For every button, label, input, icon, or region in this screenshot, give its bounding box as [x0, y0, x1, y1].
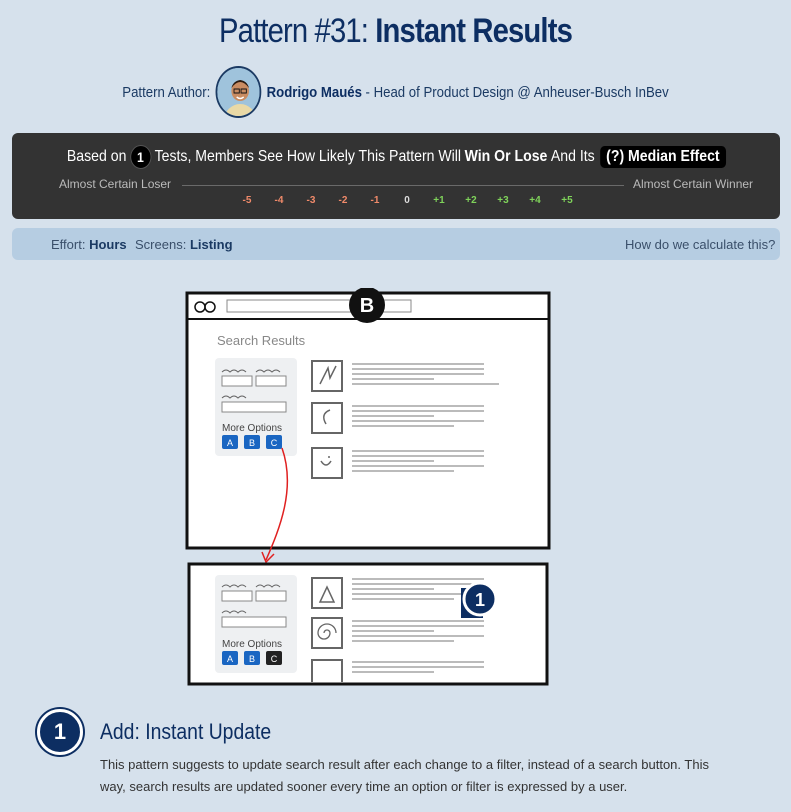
scale-value: +2 — [465, 195, 477, 206]
scale-value: +4 — [529, 195, 541, 206]
calculation-link[interactable]: How do we calculate this? — [625, 237, 776, 252]
step-description: This pattern suggests to update search r… — [100, 757, 709, 794]
scale-value: -3 — [306, 195, 316, 206]
option-c-bottom: C — [271, 654, 278, 664]
and-its-text: And Its — [550, 148, 595, 165]
search-results-label: Search Results — [217, 333, 306, 348]
tests-text: Tests, Members See How Likely This Patte… — [154, 148, 461, 165]
screens-value: Listing — [189, 237, 233, 252]
scale-value: +1 — [433, 195, 445, 206]
scale-value: +3 — [497, 195, 509, 206]
browser-window-bottom: More Options A B C 1 — [187, 562, 549, 686]
scale-value: -5 — [242, 195, 252, 206]
scale-value: 0 — [404, 195, 410, 206]
author-name[interactable]: Rodrigo Maués — [266, 83, 362, 101]
effort-info: Effort: Hours — [51, 237, 127, 252]
option-a: A — [227, 438, 233, 448]
pattern-illustration: B Search Results More Options A B C — [185, 288, 551, 686]
option-b-bottom: B — [249, 654, 255, 664]
pattern-prefix: Pattern #31: — [219, 12, 376, 50]
more-options-label: More Options — [222, 423, 282, 434]
callout-badge: 1 — [475, 590, 485, 610]
screens-info: Screens: Listing — [135, 237, 233, 252]
browser-window-top: B Search Results More Options A B C — [185, 288, 551, 550]
effect-headline: Based on 1 Tests, Members See How Likely… — [12, 146, 780, 168]
variant-badge: B — [360, 295, 374, 317]
pattern-name: Instant Results — [375, 12, 573, 50]
author-role: - Head of Product Design @ Anheuser-Busc… — [365, 83, 669, 101]
scale-value: -2 — [338, 195, 348, 206]
author-label: Pattern Author: — [122, 83, 211, 101]
option-a-bottom: A — [227, 654, 233, 664]
option-c: C — [271, 438, 278, 448]
effort-value: Hours — [89, 237, 127, 252]
page-title: Pattern #31: Instant Results — [55, 12, 735, 51]
scale-value: -1 — [370, 195, 380, 206]
scale-value: -4 — [274, 195, 284, 206]
effort-label: Effort: — [51, 237, 86, 252]
based-on-text: Based on — [66, 148, 127, 165]
median-effect-panel: Based on 1 Tests, Members See How Likely… — [12, 133, 780, 219]
author-row: Pattern Author: Rodrigo Maués - Head of … — [0, 66, 791, 118]
win-lose-text: Win Or Lose — [464, 148, 548, 165]
step-number-badge: 1 — [37, 709, 83, 755]
screens-label: Screens: — [135, 237, 187, 252]
scale-value: +5 — [561, 195, 573, 206]
option-b: B — [249, 438, 255, 448]
tests-count-badge: 1 — [130, 146, 150, 168]
winner-label: Almost Certain Winner — [633, 177, 754, 191]
effect-scale-line — [182, 185, 624, 186]
loser-label: Almost Certain Loser — [59, 177, 172, 191]
median-effect-button[interactable]: (?) Median Effect — [599, 146, 726, 168]
avatar[interactable] — [215, 66, 262, 118]
more-options-label-bottom: More Options — [222, 639, 282, 650]
effort-bar: Effort: Hours Screens: Listing How do we… — [12, 228, 780, 260]
effect-scale: -5 -4 -3 -2 -1 0 +1 +2 +3 +4 +5 — [231, 195, 583, 206]
step-title: Add: Instant Update — [100, 719, 272, 744]
